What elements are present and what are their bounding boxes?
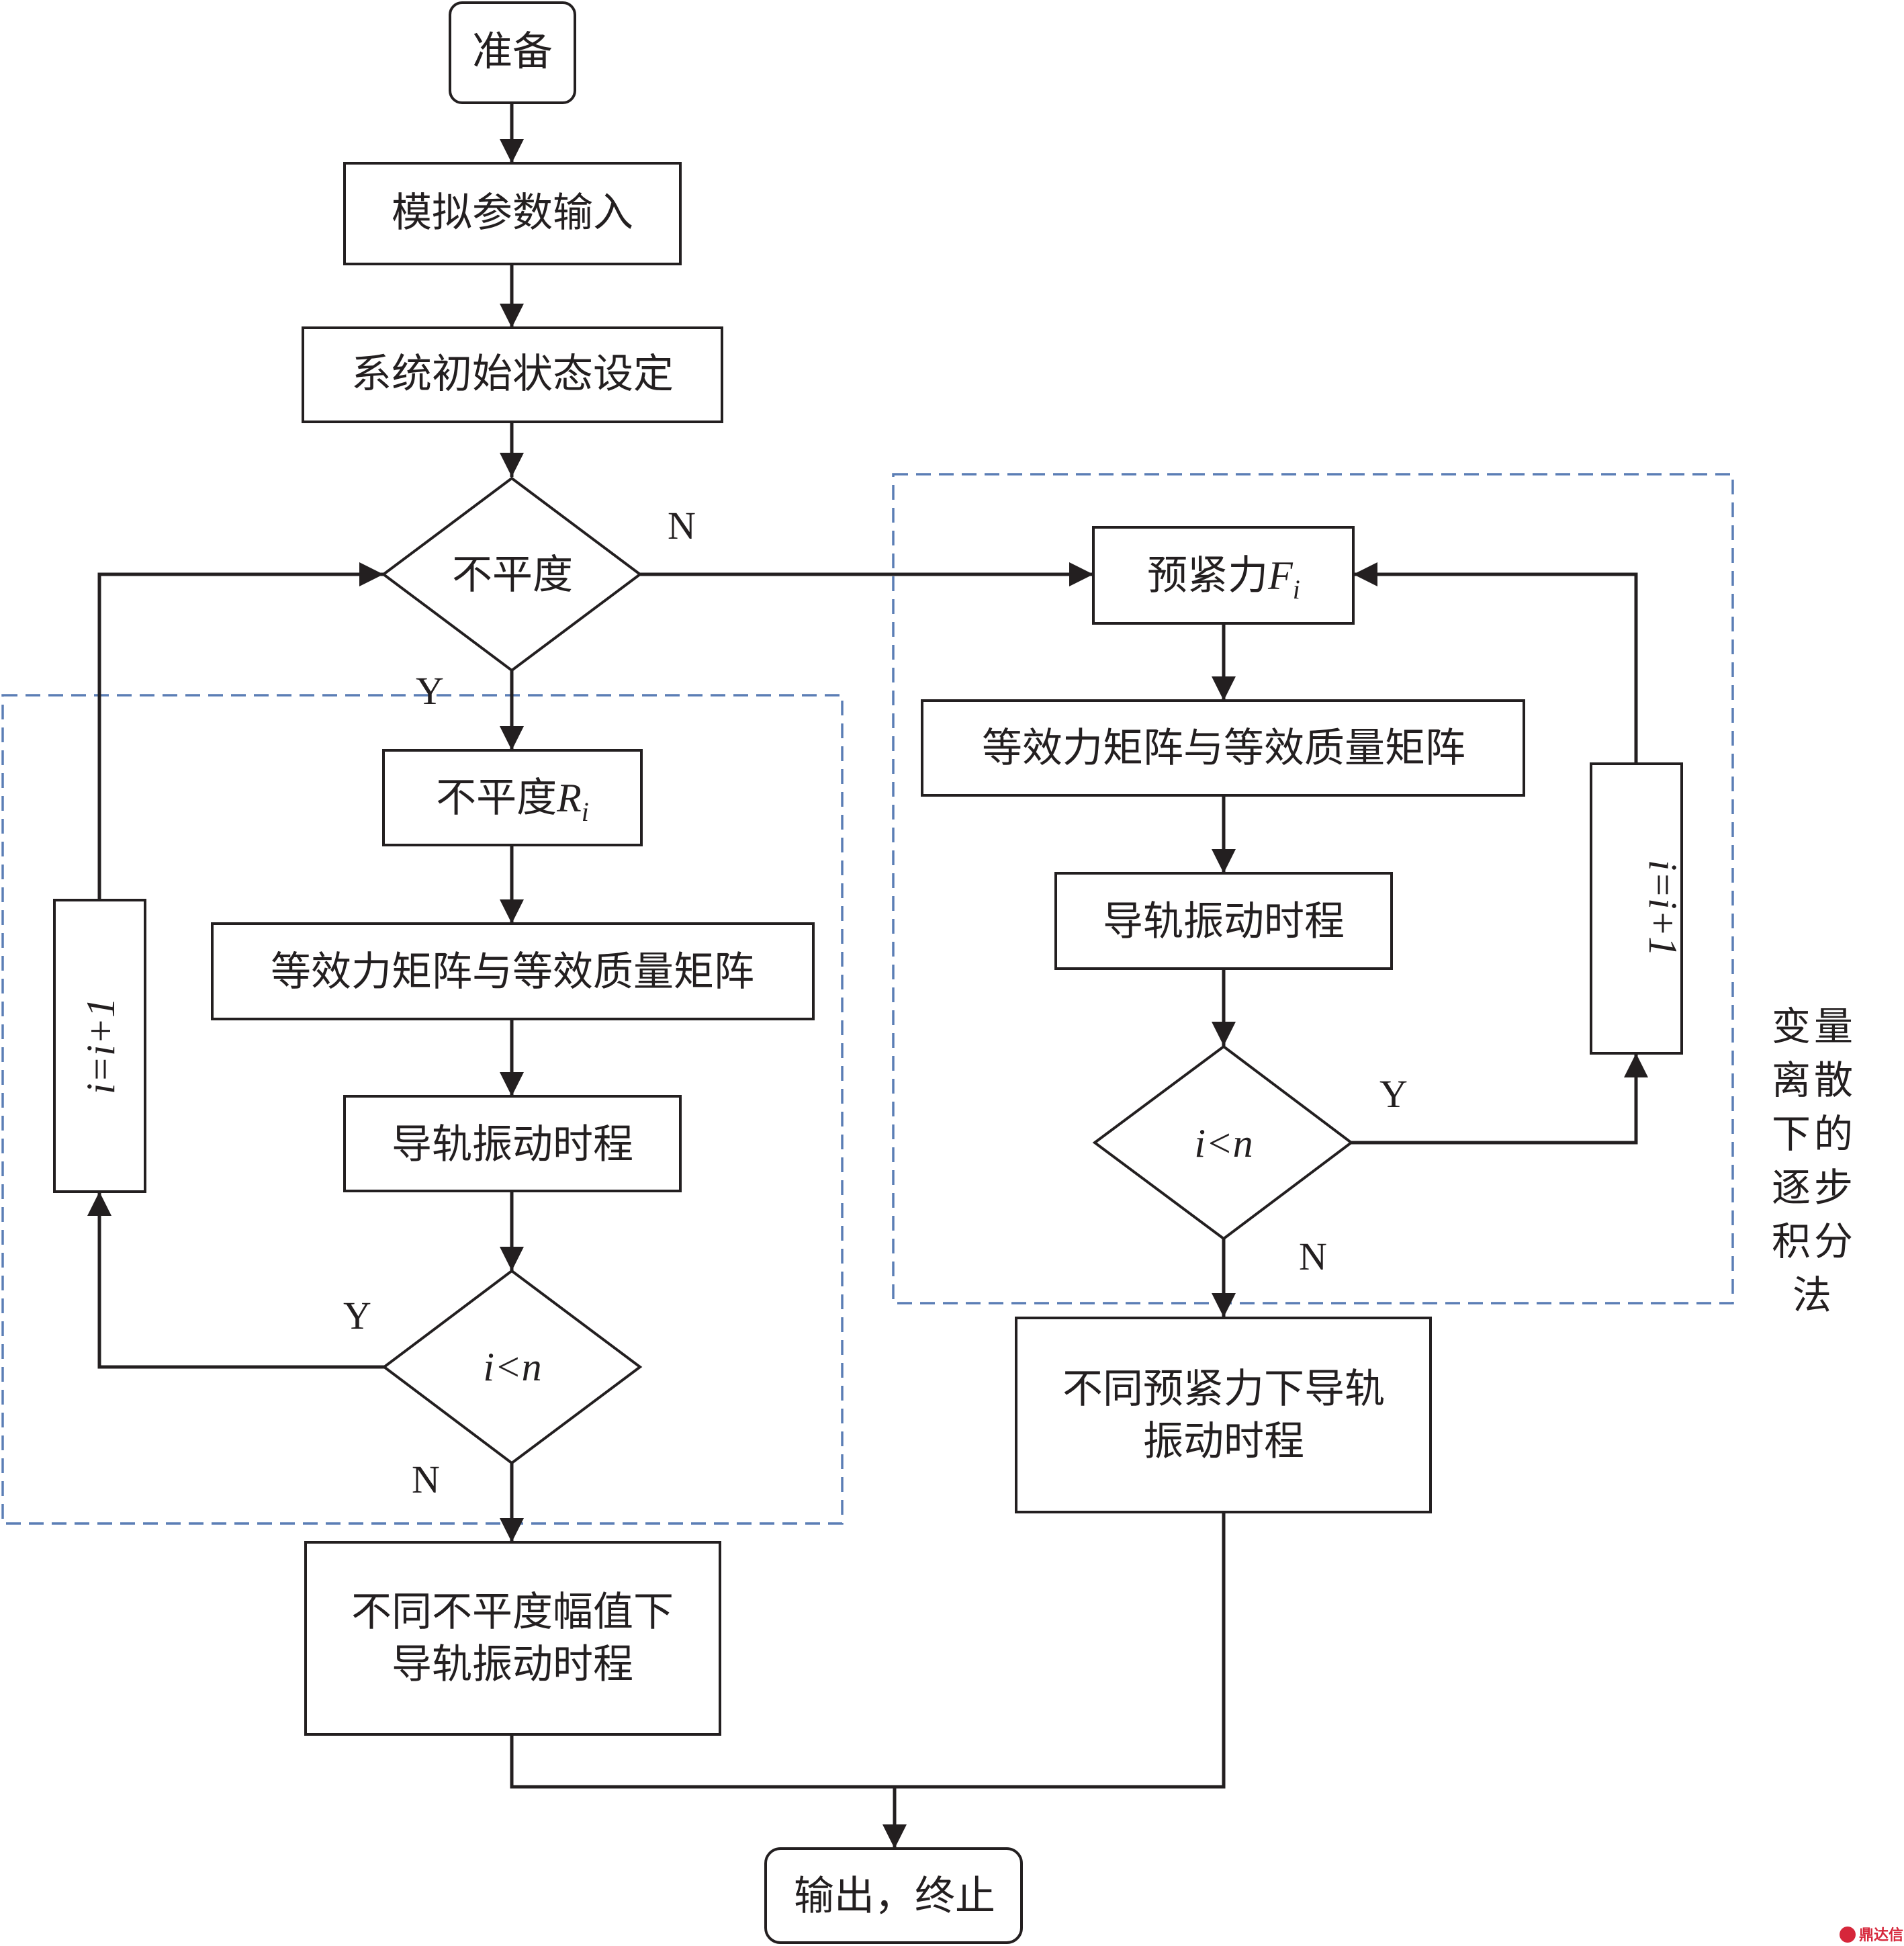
side-label-char: 步: [1814, 1165, 1853, 1210]
init-state-node: 系统初始状态设定: [302, 326, 723, 423]
left-increment-node: i=i+1: [53, 899, 146, 1193]
right-increment-label: i=i+1: [1641, 860, 1685, 957]
unbalance-ri-label: 不平度: [436, 775, 557, 822]
left-loop-condition: i<n: [483, 1345, 541, 1389]
prepare-node: 准备: [449, 1, 576, 104]
side-label-char: 的: [1814, 1111, 1853, 1157]
right-result-line2: 振动时程: [1143, 1418, 1304, 1465]
side-label-char: 法: [1793, 1272, 1831, 1318]
right-loop-condition: i<n: [1194, 1121, 1253, 1165]
connectors: [87, 103, 1648, 1849]
preload-fi-variable: F: [1267, 554, 1294, 598]
left-result-line2: 导轨振动时程: [392, 1641, 633, 1688]
output-end-label: 输出，终止: [794, 1873, 995, 1920]
left-matrices-node: 等效力矩阵与等效质量矩阵: [211, 922, 815, 1020]
side-label: 变 离 下 逐 积 量 散 的 步 分 法: [1772, 1004, 1853, 1318]
side-label-char: 离: [1772, 1057, 1811, 1103]
right-vibration-node: 导轨振动时程: [1054, 872, 1393, 970]
side-label-char: 积: [1772, 1219, 1811, 1264]
preload-fi-label: 预紧力: [1147, 552, 1268, 599]
preload-fi-node: 预紧力Fi: [1092, 526, 1355, 625]
watermark-text: 鼎达信: [1859, 1927, 1903, 1944]
side-label-char: 散: [1814, 1057, 1853, 1103]
watermark-logo-icon: [1840, 1927, 1856, 1943]
unbalance-decision-label: 不平度: [452, 551, 573, 599]
decision-yes-label: Y: [416, 669, 444, 713]
left-result-node: 不同不平度幅值下 导轨振动时程: [304, 1541, 721, 1736]
right-increment-node: i=i+1: [1590, 762, 1685, 1055]
unbalance-ri-node: 不平度Ri: [382, 749, 643, 846]
side-label-char: 下: [1772, 1111, 1811, 1157]
right-vibration-label: 导轨振动时程: [1103, 898, 1345, 945]
right-dashed-region: [892, 473, 1734, 1304]
left-loop-no-label: N: [412, 1458, 440, 1501]
side-label-char: 量: [1814, 1004, 1853, 1049]
param-input-label: 模拟参数输入: [392, 189, 633, 236]
unbalance-ri-subscript: i: [582, 797, 589, 827]
side-label-char: 分: [1814, 1219, 1853, 1264]
left-loop-yes-label: Y: [343, 1294, 371, 1337]
output-end-node: 输出，终止: [764, 1847, 1023, 1944]
right-matrices-node: 等效力矩阵与等效质量矩阵: [921, 699, 1525, 797]
side-label-char: 逐: [1772, 1165, 1811, 1210]
svg-text:不平度Ri: 不平度Ri: [436, 775, 589, 827]
left-result-line1: 不同不平度幅值下: [351, 1589, 674, 1636]
prepare-label: 准备: [472, 28, 553, 75]
watermark: 鼎达信: [1840, 1927, 1903, 1944]
init-state-label: 系统初始状态设定: [351, 351, 674, 398]
right-result-node: 不同预紧力下导轨 振动时程: [1015, 1317, 1432, 1513]
left-vibration-label: 导轨振动时程: [392, 1121, 633, 1168]
param-input-node: 模拟参数输入: [343, 162, 682, 265]
right-loop-yes-label: Y: [1379, 1072, 1408, 1116]
right-matrices-label: 等效力矩阵与等效质量矩阵: [982, 725, 1465, 772]
svg-text:预紧力Fi: 预紧力Fi: [1147, 552, 1300, 605]
left-vibration-node: 导轨振动时程: [343, 1095, 682, 1192]
left-matrices-label: 等效力矩阵与等效质量矩阵: [271, 948, 754, 996]
left-dashed-region: [1, 694, 844, 1525]
preload-fi-subscript: i: [1293, 574, 1300, 605]
unbalance-ri-variable: R: [556, 776, 582, 820]
side-label-char: 变: [1772, 1004, 1811, 1049]
left-loop-decision: i<n: [381, 1269, 643, 1465]
right-loop-no-label: N: [1299, 1235, 1327, 1278]
right-result-line1: 不同预紧力下导轨: [1062, 1366, 1385, 1413]
unbalance-decision: 不平度: [381, 476, 643, 672]
left-increment-label: i=i+1: [79, 998, 123, 1094]
right-loop-decision: i<n: [1092, 1045, 1354, 1241]
decision-no-label: N: [668, 504, 696, 547]
